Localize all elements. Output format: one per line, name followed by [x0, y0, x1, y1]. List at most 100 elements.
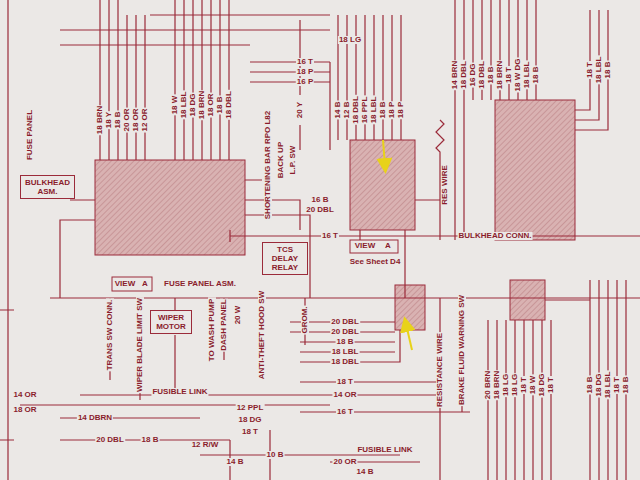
- component-label: TO WASH PUMP: [208, 298, 216, 363]
- wire-label: 16 T: [296, 58, 314, 66]
- wire-label: 16 T: [336, 408, 354, 416]
- wire-label: 20 DBL: [330, 328, 360, 336]
- component-name: BULKHEAD ASM.: [24, 178, 71, 196]
- component-label: TRANS SW CONN.: [106, 299, 114, 372]
- wire-label: 18 DBL: [460, 60, 468, 90]
- wire-label: 20 DBL: [330, 318, 360, 326]
- wire-label: 12 B: [343, 101, 351, 120]
- wire-label: 18 B: [114, 111, 122, 130]
- wire-label: 16 T: [321, 232, 339, 240]
- wire-label: 18 B: [586, 376, 594, 395]
- wire-bundle: [175, 0, 229, 160]
- wire-label: 18 OR: [12, 406, 37, 414]
- wire-bundle: [488, 320, 551, 480]
- wire-label: 18 B: [532, 66, 540, 85]
- component-name: TCS DELAY RELAY: [266, 245, 304, 272]
- wire-label: 18 T: [547, 376, 555, 394]
- component-label: See Sheet D4: [349, 258, 402, 266]
- component-label: L.P. SW: [289, 145, 297, 176]
- wire-label: 18 DG: [595, 372, 603, 397]
- wire-label: 16 PPL: [361, 96, 369, 125]
- wire-label: 18 DBL: [478, 60, 486, 90]
- wire-label: 18 OR: [132, 107, 140, 132]
- component-label: DASH PANEL: [220, 298, 228, 351]
- wire-label: 18 LBL: [523, 61, 531, 90]
- relay-box: TCS DELAY RELAY: [262, 242, 308, 275]
- wire-label: 14 DBRN: [77, 414, 113, 422]
- wire-bundle: [338, 15, 401, 140]
- wire-label: 18 LG: [338, 36, 362, 44]
- wire-label: 14 B: [226, 458, 245, 466]
- wire-label: 12 OR: [141, 107, 149, 132]
- wire-label: 18 DG: [189, 92, 197, 117]
- wire-label: 12 R/W: [191, 441, 220, 449]
- wire-label: 18 LBL: [370, 96, 378, 125]
- wire-label: 18 B: [487, 66, 495, 85]
- component-label: A: [141, 280, 149, 288]
- component-label: FUSIBLE LINK: [356, 446, 413, 454]
- component-label: SHORTENING BAR RPO L82: [264, 110, 272, 220]
- wire-label: 18 P: [388, 101, 396, 119]
- wire-label: 18 P: [296, 68, 314, 76]
- wire-label: 18 T: [520, 376, 528, 394]
- wire-label: 18 T: [613, 376, 621, 394]
- wire-label: 18 DBL: [352, 95, 360, 125]
- wire-bundle: [60, 180, 310, 298]
- wire-label: 18 LG: [502, 373, 510, 397]
- wire-label: 18 B: [336, 338, 355, 346]
- wire-label: 12 PPL: [236, 404, 265, 412]
- wire-label: 10 B: [266, 451, 285, 459]
- wire-label: 14 B: [356, 468, 375, 476]
- component-label: VIEW: [354, 242, 376, 250]
- wire-label: 18 W: [171, 95, 179, 116]
- component-label: BACK UP: [277, 141, 285, 179]
- wire-label: 18 T: [586, 61, 594, 79]
- wire-label: 18 B: [604, 61, 612, 80]
- wire-label: 18 P: [397, 101, 405, 119]
- connector-block: [395, 285, 425, 330]
- fuse-panel-block: [95, 160, 245, 255]
- component-label: FUSE PANEL ASM.: [163, 280, 237, 288]
- wire-bundle: [545, 280, 626, 480]
- wire-label: 18 T: [505, 66, 513, 84]
- component-label: BRAKE FLUID WARNING SW: [458, 294, 466, 406]
- wiper-motor-box: WIPER MOTOR: [150, 310, 192, 334]
- wire-label: 20 DBL: [305, 206, 335, 214]
- wire-label: 14 OR: [332, 391, 357, 399]
- wire-label: 18 DG: [538, 372, 546, 397]
- wire-label: 14 B: [334, 101, 342, 120]
- wire-label: 18 T: [241, 428, 259, 436]
- wire-label: 18 LBL: [604, 371, 612, 400]
- wire-label: 20 Y: [296, 101, 304, 119]
- highlight-arrow: [406, 324, 412, 350]
- component-label: FUSE PANEL: [26, 109, 34, 161]
- wire-label: 18 B: [622, 376, 630, 395]
- component-label: RES WIRE: [441, 164, 449, 206]
- component-label: FUSIBLE LINK: [151, 388, 208, 396]
- wire-label: 18 B: [216, 96, 224, 115]
- connector-block: [495, 100, 575, 240]
- wire-label: 18 DBL: [330, 358, 360, 366]
- component-name: WIPER MOTOR: [154, 313, 188, 331]
- view-box: [112, 277, 152, 291]
- component-label: WIPER BLADE LIMIT SW: [136, 297, 144, 393]
- component-label: VIEW: [114, 280, 136, 288]
- wire-label: 18 T: [336, 378, 354, 386]
- component-label: ANTI-THEFT HOOD SW: [258, 290, 266, 380]
- wire-label: 18 BRN: [493, 370, 501, 400]
- wire-label: 20 BRN: [484, 370, 492, 400]
- bulkhead-assembly: BULKHEAD ASM.: [20, 175, 75, 199]
- wire-label: 18 Y: [105, 111, 113, 129]
- connector-block: [510, 280, 545, 320]
- wire-bundle: [60, 15, 330, 45]
- wire-label: 18 BRN: [198, 90, 206, 120]
- wire-bundle: [20, 405, 420, 480]
- bulkhead-line: [230, 230, 640, 242]
- wire-label: 20 OR: [123, 107, 131, 132]
- wire-label: 18 LBL: [595, 56, 603, 85]
- wire-bundle: [100, 0, 145, 160]
- wire-label: 18 DBL: [225, 90, 233, 120]
- wire-label: 20 W: [234, 305, 242, 326]
